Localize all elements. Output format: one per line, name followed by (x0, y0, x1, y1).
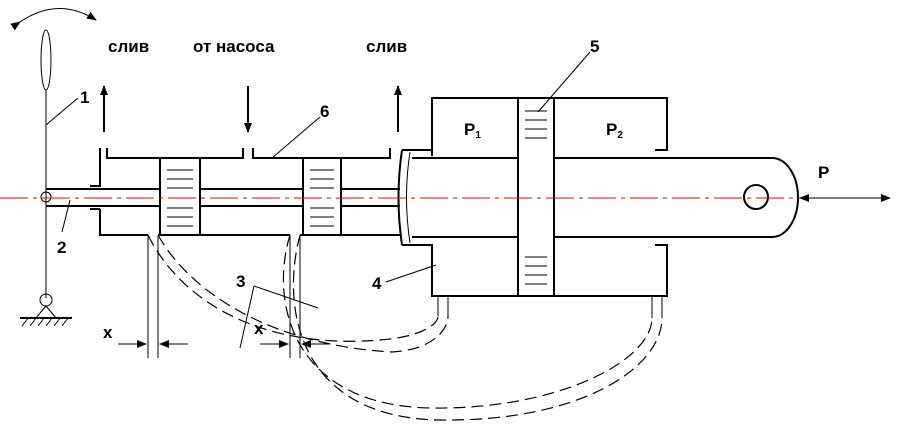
leader-lines (45, 51, 591, 349)
pivot-support (20, 293, 72, 327)
spool-land-right (302, 157, 342, 236)
gap-x-label-right: x (254, 319, 264, 338)
callout-5: 5 (590, 37, 599, 56)
drain-label-left: слив (108, 37, 149, 56)
drain-label-right: слив (366, 37, 407, 56)
gap-x-label-left: x (103, 323, 113, 342)
spool-land-left (159, 157, 201, 236)
callout-4: 4 (372, 274, 382, 293)
callout-6: 6 (320, 102, 329, 121)
hydraulic-lines (147, 234, 663, 421)
valve-body (90, 148, 400, 236)
callout-3: 3 (236, 272, 245, 291)
pump-label: от насоса (193, 37, 275, 56)
callout-2: 2 (57, 238, 66, 257)
force-label: P (818, 163, 829, 182)
piston (517, 97, 555, 297)
pressure-p1-label: P1 (464, 120, 481, 141)
pressure-p2-label: P2 (606, 120, 623, 141)
callout-1: 1 (80, 88, 89, 107)
